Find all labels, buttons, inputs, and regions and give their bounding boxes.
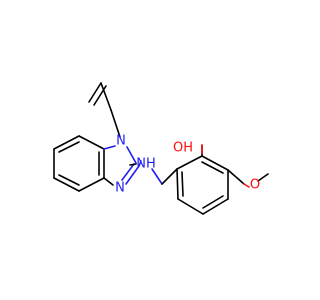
- benzo-bond-4: [53, 177, 80, 192]
- benzo-bond-2-inner: [58, 141, 80, 153]
- benzo-bond-2: [53, 135, 80, 150]
- ch2-to-ring-bond: [161, 168, 178, 185]
- n1-to-c7a-bond: [103, 145, 116, 150]
- c2-to-nh-bond: [138, 160, 142, 167]
- nitrogen-n3-label: N: [115, 181, 125, 196]
- molecule-structure-diagram: N N NH OH O: [53, 82, 269, 215]
- phenol-bond-2-inner: [201, 161, 224, 174]
- n1-to-c2-bond: [126, 146, 137, 164]
- benzo-bond-1: [78, 135, 105, 150]
- methoxy-o-to-ch3-bond: [257, 173, 269, 182]
- allyl-to-n-bond: [110, 109, 121, 138]
- allyl-terminal-double-bond-inner: [93, 85, 107, 106]
- methoxy-oxygen-label: O: [250, 178, 260, 193]
- benzo-bond-4-inner: [58, 174, 80, 186]
- hydroxyl-oh-label: OH: [173, 141, 193, 156]
- phenol-bond-2: [201, 155, 229, 171]
- phenol-bond-6: [176, 168, 179, 200]
- allyl-terminal-double-bond: [88, 82, 102, 103]
- benzo-bond-5: [78, 177, 105, 192]
- methoxy-o-red-bond: [243, 183, 250, 188]
- ring-to-methoxy-o-bond: [227, 169, 245, 185]
- nh-to-ch2-bond: [151, 168, 163, 185]
- phenol-bond-4-inner: [202, 195, 224, 209]
- amine-nh-label: NH: [136, 157, 156, 172]
- phenol-bond-4: [202, 198, 229, 215]
- phenol-bond-6-inner: [181, 171, 184, 197]
- n3-to-c2-double-inner: [121, 163, 135, 181]
- nitrogen-n1-label: N: [116, 134, 126, 149]
- allyl-chain-bond: [100, 82, 112, 111]
- n3-to-c2-bond: [125, 165, 140, 185]
- phenol-bond-5: [177, 198, 204, 215]
- c2-to-nh-bond-black: [129, 163, 137, 166]
- phenol-bond-1: [176, 155, 203, 170]
- c3a-to-n3-bond: [103, 177, 114, 186]
